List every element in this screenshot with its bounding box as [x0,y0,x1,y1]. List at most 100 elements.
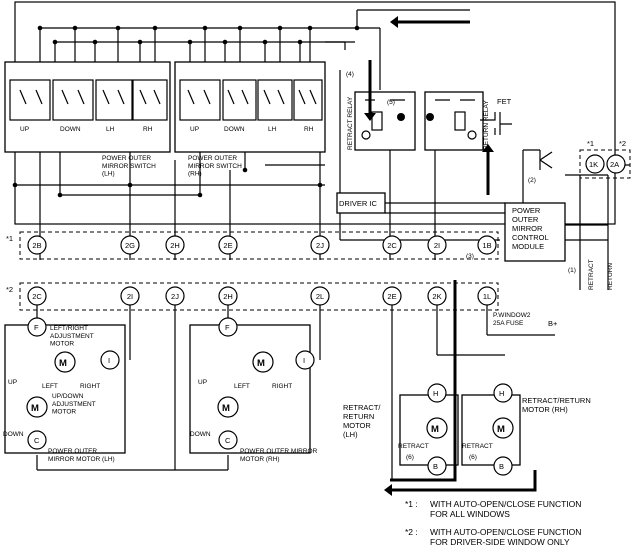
lh-left-label: LEFT [42,383,58,390]
row2-connector-label: 2K [432,292,441,301]
rh-lr-motor-m: M [257,358,265,369]
switch-rh-lh-label: LH [268,126,277,133]
retract-rh-terminal-h: H [499,389,504,398]
row2-connector-label: 1L [483,292,491,301]
retract-rh-terminal-b: B [499,462,504,471]
battery-label: B+ [548,319,558,328]
driver-ic-label: DRIVER IC [339,199,378,208]
step-number-6b: (6) [469,454,477,461]
retract-lh-label: RETRACT [398,443,429,450]
rh-right-label: RIGHT [272,383,292,390]
row2-connector-label: 2C [32,292,42,301]
top-wiring [15,9,500,260]
row1-connector-1b [477,235,497,255]
lh-terminal-i: I [108,356,110,365]
optional-connector-box [579,149,631,179]
switch-lh-down-label: DOWN [60,126,81,133]
lh-terminal-c: C [34,436,40,445]
star-2-top: *2 [619,139,626,148]
row1-connector-2j [310,235,330,255]
switch-rh-down-label: DOWN [224,126,245,133]
switch-lh-lh-label: LH [106,126,115,133]
transistor [539,150,553,170]
control-module-box [504,202,566,262]
retract-relay: RETRACT RELAY [347,91,416,151]
side-switch-return: RETURN [607,263,614,290]
connector-row-1-frame [19,231,499,260]
retract-lh-terminal-h: H [433,389,438,398]
step-number-3: (3) [466,253,474,260]
note-2-mark: *2 : [405,527,418,537]
switch-lh-rh-label: RH [143,126,153,133]
lh-down-label: DOWN [3,431,24,438]
retract-rh-label: RETRACT [462,443,493,450]
star-2-row: *2 [6,285,13,294]
current-flow-arrows [364,16,537,496]
switch-lh-up-label: UP [20,126,29,133]
step-number-5: (5) [387,99,395,106]
row1-connector-2i [427,235,447,255]
mirror-motor-rh: M M F I C UP DOWN LEFT RIGHT [189,317,315,454]
row1-connector-label: 2E [223,241,232,250]
switch-rh-up-label: UP [190,126,199,133]
row1-connector-2c [382,235,402,255]
rh-up-label: UP [198,379,207,386]
row1-connector-label: 2H [170,241,180,250]
retract-relay-label: RETRACT RELAY [347,96,354,150]
row2-connector-label: 2J [171,292,179,301]
row2-connector-label: 2E [387,292,396,301]
step-number-6a: (6) [406,454,414,461]
connector-2a: 2A [606,154,626,174]
row1-connector-label: 2B [32,241,41,250]
rh-ud-motor-m: M [222,403,230,414]
row1-connector-label: 2G [125,241,135,250]
retract-lh-m: M [431,424,439,435]
note-1-mark: *1 : [405,499,418,509]
switch-rh-rh-label: RH [304,126,314,133]
lh-lr-motor-m: M [59,358,67,369]
step-number-2: (2) [528,177,536,184]
retract-rh-m: M [497,424,505,435]
row1-connector-label: 2I [434,241,440,250]
lh-up-label: UP [8,379,17,386]
return-relay: RETURN RELAY [424,91,490,151]
rh-down-label: DOWN [190,431,211,438]
row1-connector-2e [218,235,238,255]
retract-motor-lh: H B M RETRACT (6) [398,383,459,476]
return-relay-label: RETURN RELAY [483,100,490,150]
junction-dots [12,25,360,198]
step-number-1: (1) [568,267,576,274]
mirror-switch-rh: UP DOWN LH RH [174,61,326,153]
fet-label: FET [497,97,512,106]
svg-text:2A: 2A [610,160,619,169]
row2-connector-label: 2H [223,292,233,301]
lh-terminal-f: F [34,323,39,332]
row1-connector-2b [27,235,47,255]
rh-left-label: LEFT [234,383,250,390]
rh-terminal-f: F [225,323,230,332]
step-number-4: (4) [346,71,354,78]
star-1-top: *1 [587,139,594,148]
lh-ud-motor-m: M [31,403,39,414]
lh-right-label: RIGHT [80,383,100,390]
row1-connector-label: 1B [482,241,491,250]
svg-text:1K: 1K [589,160,598,169]
row2-connector-label: 2L [316,292,324,301]
row1-connector-2g [120,235,140,255]
row1-connector-label: 2C [387,241,397,250]
